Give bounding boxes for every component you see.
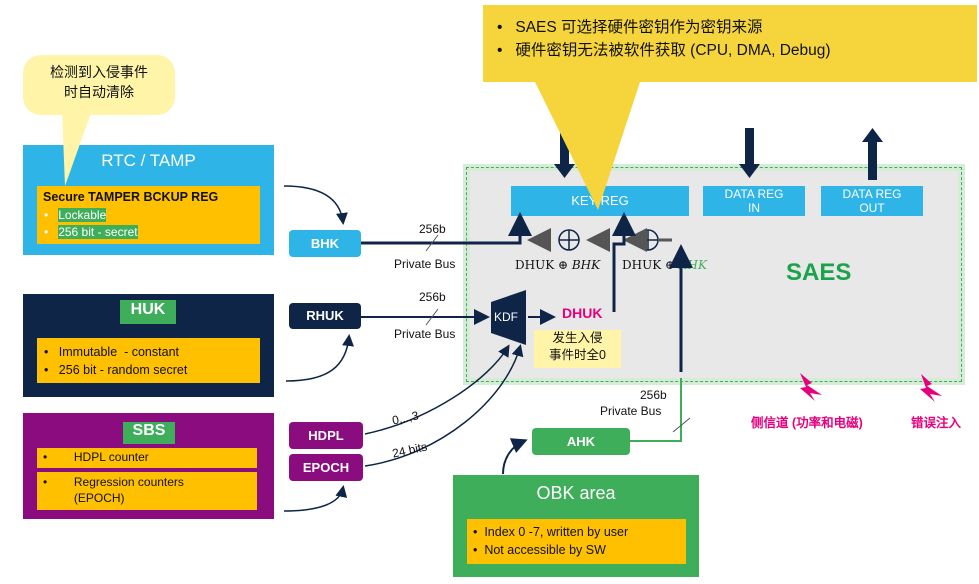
top-callout-line1: SAES 可选择硬件密钥作为密钥来源 [515,19,763,36]
dhuk-label: DHUK [562,305,603,321]
ahk-chip: AHK [532,428,630,455]
huk-title-box [120,300,176,324]
side-channel-bolt-icon [800,373,822,401]
rtc-inner-title: Secure TAMPER BCKUP REG [43,190,219,204]
obk-items: • Index 0 -7, written by user • Not acce… [473,525,629,557]
top-callout-line2: 硬件密钥无法被软件获取 (CPU, DMA, Debug) [515,42,831,59]
rtc-items: • Lockable • 256 bit - secret [44,208,138,239]
top-callout-pointer [535,82,640,210]
side-channel-label: 侧信道 (功率和电磁) [751,416,863,430]
tamper-callout-pointer [62,110,92,186]
fault-injection-bolt-icon [920,374,942,402]
bhk-chip: BHK [289,230,361,257]
bus-private-3: Private Bus [600,404,662,418]
bus-bits-1: 256b [419,222,446,236]
saes-title: SAES [786,259,852,286]
hdpl-chip: HDPL [289,422,363,449]
rtc-item-secret: 256 bit - secret [58,225,138,239]
data-reg-out: DATA REG OUT [821,186,923,216]
huk-inner [37,338,260,383]
bus-private-1: Private Bus [394,257,456,271]
sbs-item-hdpl: • HDPL counter [43,450,149,464]
bus-bits-2: 256b [419,290,446,304]
data-in-arrow [739,128,760,178]
bus-bits-3: 256b [640,388,667,402]
huk-item-random: 256 bit - random secret [58,363,188,377]
obk-title: OBK area [536,483,616,503]
sbs-item-epoch: • Regression counters (EPOCH) [43,475,184,505]
tamper-callout-line2: 时自动清除 [64,84,134,100]
sbs-title: SBS [132,422,166,439]
rhuk-chip: RHUK [289,303,361,329]
tamper-callout-text: 检测到入侵事件 时自动清除 [23,62,175,102]
tamper-callout [23,55,175,115]
huk-items: • Immutable - constant • 256 bit - rando… [44,345,188,377]
rtc-title: RTC / TAMP [101,151,196,170]
sbs-inner-2 [37,472,257,510]
clear-note: 发生入侵 事件时全0 [534,330,621,368]
rtc-item-lockable: Lockable [58,208,107,222]
epoch-chip: EPOCH [289,454,363,481]
data-reg-in: DATA REG IN [703,186,805,216]
sbs-title-box [123,422,175,444]
obk-inner [467,519,686,564]
top-callout-text: • SAES 可选择硬件密钥作为密钥来源 • 硬件密钥无法被软件获取 (CPU,… [497,19,831,59]
top-callout [483,5,977,82]
huk-item-immutable: Immutable - constant [58,345,179,359]
obk-item-index: Index 0 -7, written by user [484,525,629,539]
fault-injection-label: 错误注入 [911,416,962,430]
key-reg-in-arrow [554,128,575,178]
bus-private-2: Private Bus [394,327,456,341]
sbs-inner-1 [37,448,257,468]
xor-label-1: DHUK ⊕ BHK [515,258,601,272]
data-out-arrow [862,128,883,180]
tamper-callout-line1: 检测到入侵事件 [50,64,148,80]
obk-item-not-accessible: Not accessible by SW [484,543,606,557]
kdf-label: KDF [494,310,518,324]
huk-title: HUK [130,301,166,318]
kdf-block [491,290,526,345]
